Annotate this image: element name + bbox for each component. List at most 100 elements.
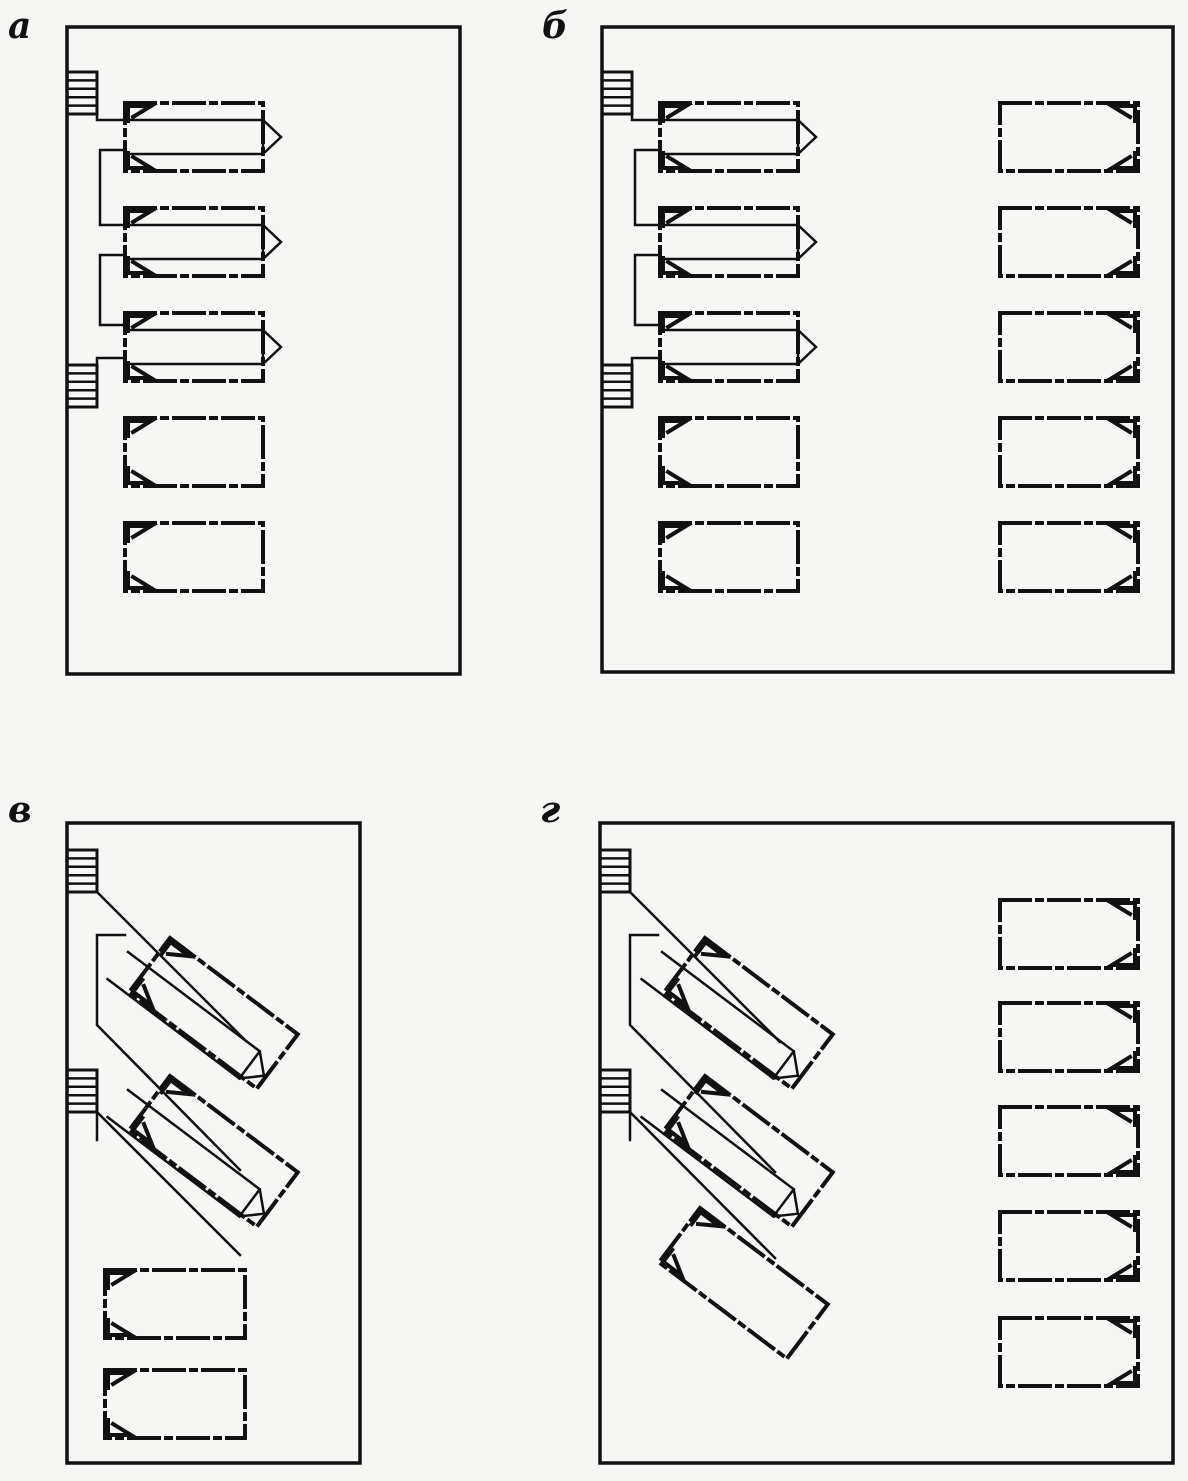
stairs-top <box>65 848 99 894</box>
loading-platform-2 <box>105 1088 266 1219</box>
door-mark <box>1104 1108 1137 1174</box>
door-mark <box>126 314 159 380</box>
door-mark <box>130 939 196 1012</box>
wagon-1 <box>103 1268 247 1340</box>
door-mark <box>126 104 159 170</box>
wagon-right-4 <box>998 1210 1140 1282</box>
stairs-top <box>598 848 632 894</box>
car-outline <box>658 521 800 593</box>
panel-g-label: г <box>540 789 561 831</box>
connector-pipe <box>95 93 127 367</box>
loading-platform-3 <box>123 328 283 366</box>
door-mark <box>1104 1004 1137 1070</box>
stairs-bottom <box>65 363 99 409</box>
door-mark <box>130 1077 196 1150</box>
car-outline <box>103 1368 247 1440</box>
car-outline <box>998 101 1140 173</box>
car-outline <box>123 311 265 383</box>
platform-outline <box>123 328 283 366</box>
panel-a-label: а <box>8 5 32 47</box>
stairs-outline <box>65 848 99 894</box>
car-outline <box>661 1073 836 1230</box>
platform-outline <box>123 223 283 261</box>
wagon-3 <box>123 311 265 383</box>
stairs-outline <box>600 70 634 116</box>
car-outline <box>658 416 800 488</box>
door-mark <box>665 939 731 1012</box>
wagon-left-3 <box>658 311 800 383</box>
panel-frame <box>65 25 462 676</box>
door-mark <box>661 209 694 275</box>
car-outline <box>998 206 1140 278</box>
stairs-outline <box>600 363 634 409</box>
wagon-left-2 <box>658 206 800 278</box>
panel-a <box>65 25 462 676</box>
door-mark <box>1104 314 1137 380</box>
platform-tip-line <box>237 1049 262 1081</box>
wagon-angled-1 <box>126 935 301 1092</box>
door-mark <box>1104 209 1137 275</box>
car-outline <box>998 416 1140 488</box>
connector-pipe <box>630 93 662 367</box>
door-mark <box>1104 1213 1137 1279</box>
wagon-4 <box>123 416 265 488</box>
panel-frame <box>65 821 362 1465</box>
wagon-angled-2 <box>661 1073 836 1230</box>
door-mark <box>1104 1319 1137 1385</box>
platform-outline <box>123 118 283 156</box>
platform-tip-line <box>771 1187 796 1219</box>
wagon-angled-2 <box>126 1073 301 1230</box>
door-mark <box>661 314 694 380</box>
platform-outline <box>639 1088 800 1218</box>
platform-outline <box>105 950 266 1080</box>
wagon-right-3 <box>998 311 1140 383</box>
stairs-outline <box>65 363 99 409</box>
wagon-right-5 <box>998 1316 1140 1388</box>
panel-g <box>598 821 1175 1465</box>
loading-platform-2 <box>123 223 283 261</box>
wagon-right-1 <box>998 101 1140 173</box>
car-outline <box>123 416 265 488</box>
car-outline <box>126 1073 301 1230</box>
stairs-outline <box>598 1068 632 1114</box>
stairs-bottom <box>600 363 634 409</box>
platform-outline <box>658 118 818 156</box>
stairs-outline <box>65 70 99 116</box>
stairs-top <box>600 70 634 116</box>
car-outline <box>998 1105 1140 1177</box>
stairs-bottom <box>65 1068 99 1114</box>
loading-platform-2 <box>658 223 818 261</box>
car-outline <box>998 1210 1140 1282</box>
panel-b-label: б <box>542 5 568 47</box>
platform-outline <box>658 223 818 261</box>
platform-tip-line <box>237 1187 262 1219</box>
car-outline <box>998 311 1140 383</box>
panel-b <box>600 25 1175 674</box>
platform-tip-line <box>771 1049 796 1081</box>
wagon-5 <box>123 521 265 593</box>
wagon-1 <box>123 101 265 173</box>
car-outline <box>998 521 1140 593</box>
loading-platform-1 <box>658 118 818 156</box>
wagon-right-5 <box>998 521 1140 593</box>
car-outline <box>126 935 301 1092</box>
door-mark <box>661 524 694 590</box>
wagon-left-5 <box>658 521 800 593</box>
car-outline <box>998 1001 1140 1073</box>
panel-v <box>65 821 362 1465</box>
door-mark <box>1104 104 1137 170</box>
car-outline <box>123 101 265 173</box>
panel-v-label: в <box>8 789 32 831</box>
loading-platform-2 <box>639 1088 800 1219</box>
car-outline <box>658 311 800 383</box>
stairs-outline <box>598 848 632 894</box>
wagon-2 <box>123 206 265 278</box>
car-outline <box>123 521 265 593</box>
stairs-bottom <box>598 1068 632 1114</box>
car-outline <box>998 898 1140 970</box>
wagon-angled-1 <box>661 935 836 1092</box>
car-outline <box>998 1316 1140 1388</box>
car-outline <box>123 206 265 278</box>
door-mark <box>660 1209 726 1282</box>
connector-pipe <box>95 890 247 1257</box>
